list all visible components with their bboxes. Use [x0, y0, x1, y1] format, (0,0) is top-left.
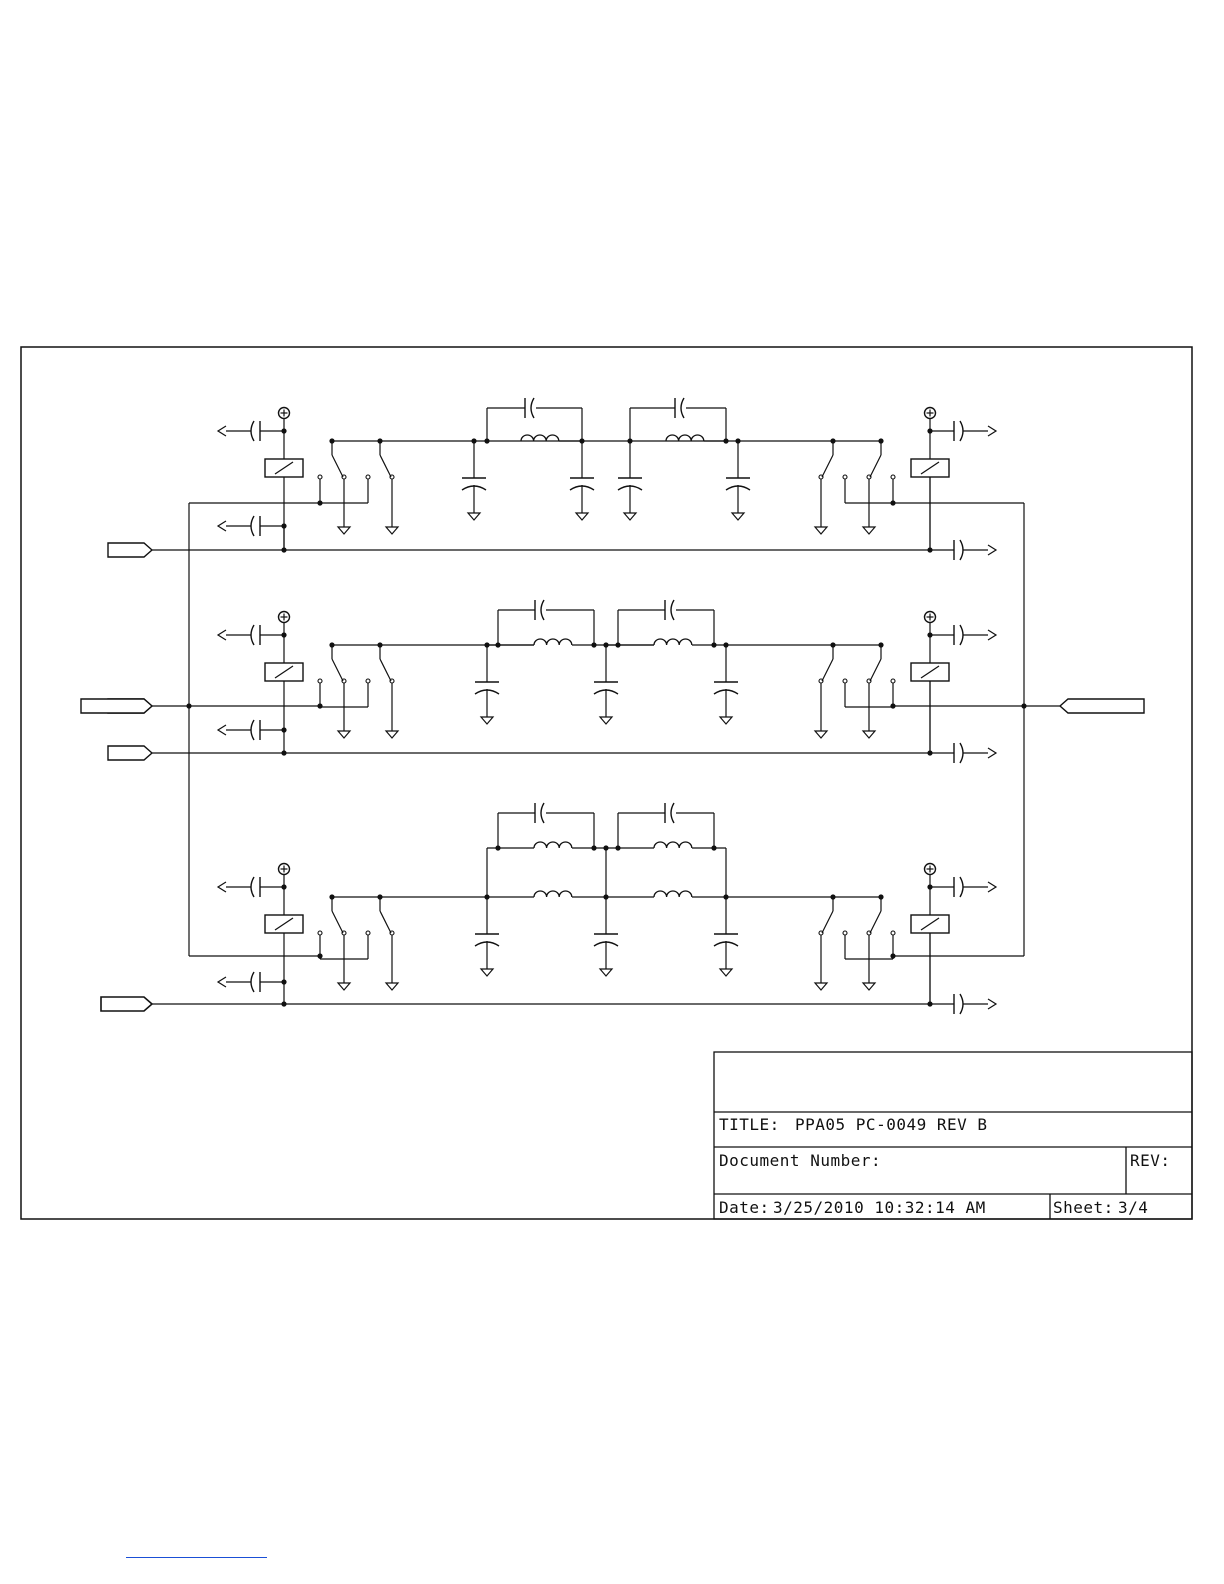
title-block — [714, 1052, 1192, 1219]
rev-label: REV: — [1130, 1151, 1171, 1170]
filter-stage-3 — [101, 803, 1024, 1014]
sheet-value: 3/4 — [1118, 1198, 1148, 1217]
sheet-border — [21, 347, 1192, 1219]
title-label: TITLE: — [719, 1115, 780, 1134]
sheet-label: Sheet: — [1053, 1198, 1114, 1217]
date-value: 3/25/2010 10:32:14 AM — [773, 1198, 986, 1217]
footer-link-underline[interactable] — [126, 1557, 267, 1558]
date-label: Date: — [719, 1198, 770, 1217]
document-number-label: Document Number: — [719, 1151, 881, 1170]
filter-stage-1 — [108, 398, 1024, 560]
title-value: PPA05 PC-0049 REV B — [795, 1115, 988, 1134]
filter-stage-2 — [81, 600, 1144, 763]
